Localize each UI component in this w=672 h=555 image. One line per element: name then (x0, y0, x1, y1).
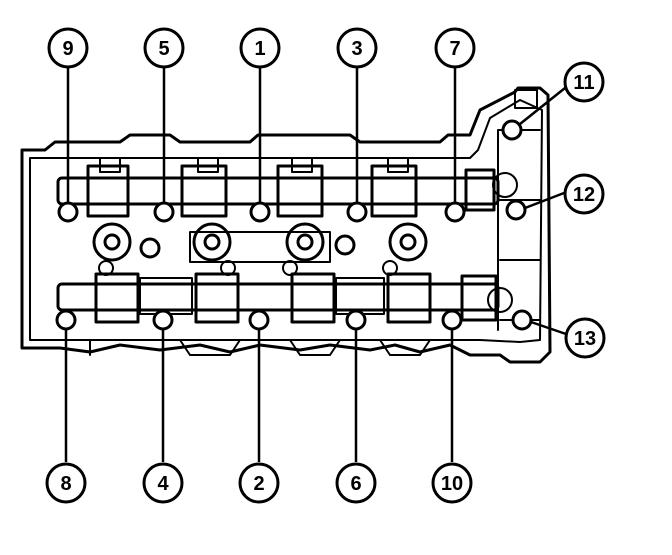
callout-1: 1 (239, 27, 281, 69)
callout-8: 8 (45, 462, 87, 504)
callout-4: 4 (142, 462, 184, 504)
bolt-11 (501, 119, 523, 141)
bolt-1 (249, 201, 271, 223)
bolt-6 (345, 309, 367, 331)
bolt-7 (444, 201, 466, 223)
callout-3-label: 3 (351, 38, 362, 60)
callout-10-label: 10 (441, 473, 463, 495)
bolt-5 (153, 201, 175, 223)
leader-lines (64, 68, 567, 462)
callout-12: 12 (563, 173, 605, 215)
callout-6: 6 (335, 462, 377, 504)
lower-camshaft (56, 260, 500, 324)
callout-11: 11 (563, 61, 605, 103)
callout-13-label: 13 (574, 328, 596, 350)
upper-cam-end (492, 172, 518, 198)
bolt-3 (346, 201, 368, 223)
callout-4-label: 4 (157, 473, 169, 495)
cylinder-head-inner-outline (29, 99, 543, 343)
bolt-13 (511, 309, 533, 331)
bolt-9 (57, 201, 79, 223)
top-boss (514, 89, 538, 109)
spark-plug-bosses (92, 222, 428, 263)
callout-3: 3 (336, 27, 378, 69)
cylinder-head-illustration (20, 86, 552, 364)
callout-9: 9 (47, 27, 89, 69)
callout-6-label: 6 (350, 473, 361, 495)
callout-11-label: 11 (573, 72, 594, 94)
callout-12-label: 12 (573, 184, 595, 206)
callout-5: 5 (143, 27, 185, 69)
upper-camshaft (56, 157, 500, 218)
callout-10: 10 (431, 462, 473, 504)
cylinder-head-outline (20, 86, 552, 364)
callout-8-label: 8 (60, 473, 71, 495)
callout-1-label: 1 (254, 38, 265, 60)
lower-edge-detail (89, 339, 431, 356)
head-bolts (55, 119, 533, 331)
callout-5-label: 5 (158, 38, 169, 60)
callout-13: 13 (564, 317, 606, 359)
bolt-8 (55, 309, 77, 331)
callouts: 9 5 1 3 7 11 12 13 (45, 27, 606, 504)
callout-2: 2 (238, 462, 280, 504)
bolt-2 (248, 309, 270, 331)
bolt-4 (152, 309, 174, 331)
lower-cam-end (487, 287, 513, 313)
bolt-12 (505, 199, 527, 221)
bolt-10 (441, 309, 463, 331)
callout-2-label: 2 (253, 473, 264, 495)
cam-gear-housing (497, 129, 541, 331)
callout-7-label: 7 (449, 38, 460, 60)
callout-7: 7 (434, 27, 476, 69)
callout-9-label: 9 (62, 38, 73, 60)
